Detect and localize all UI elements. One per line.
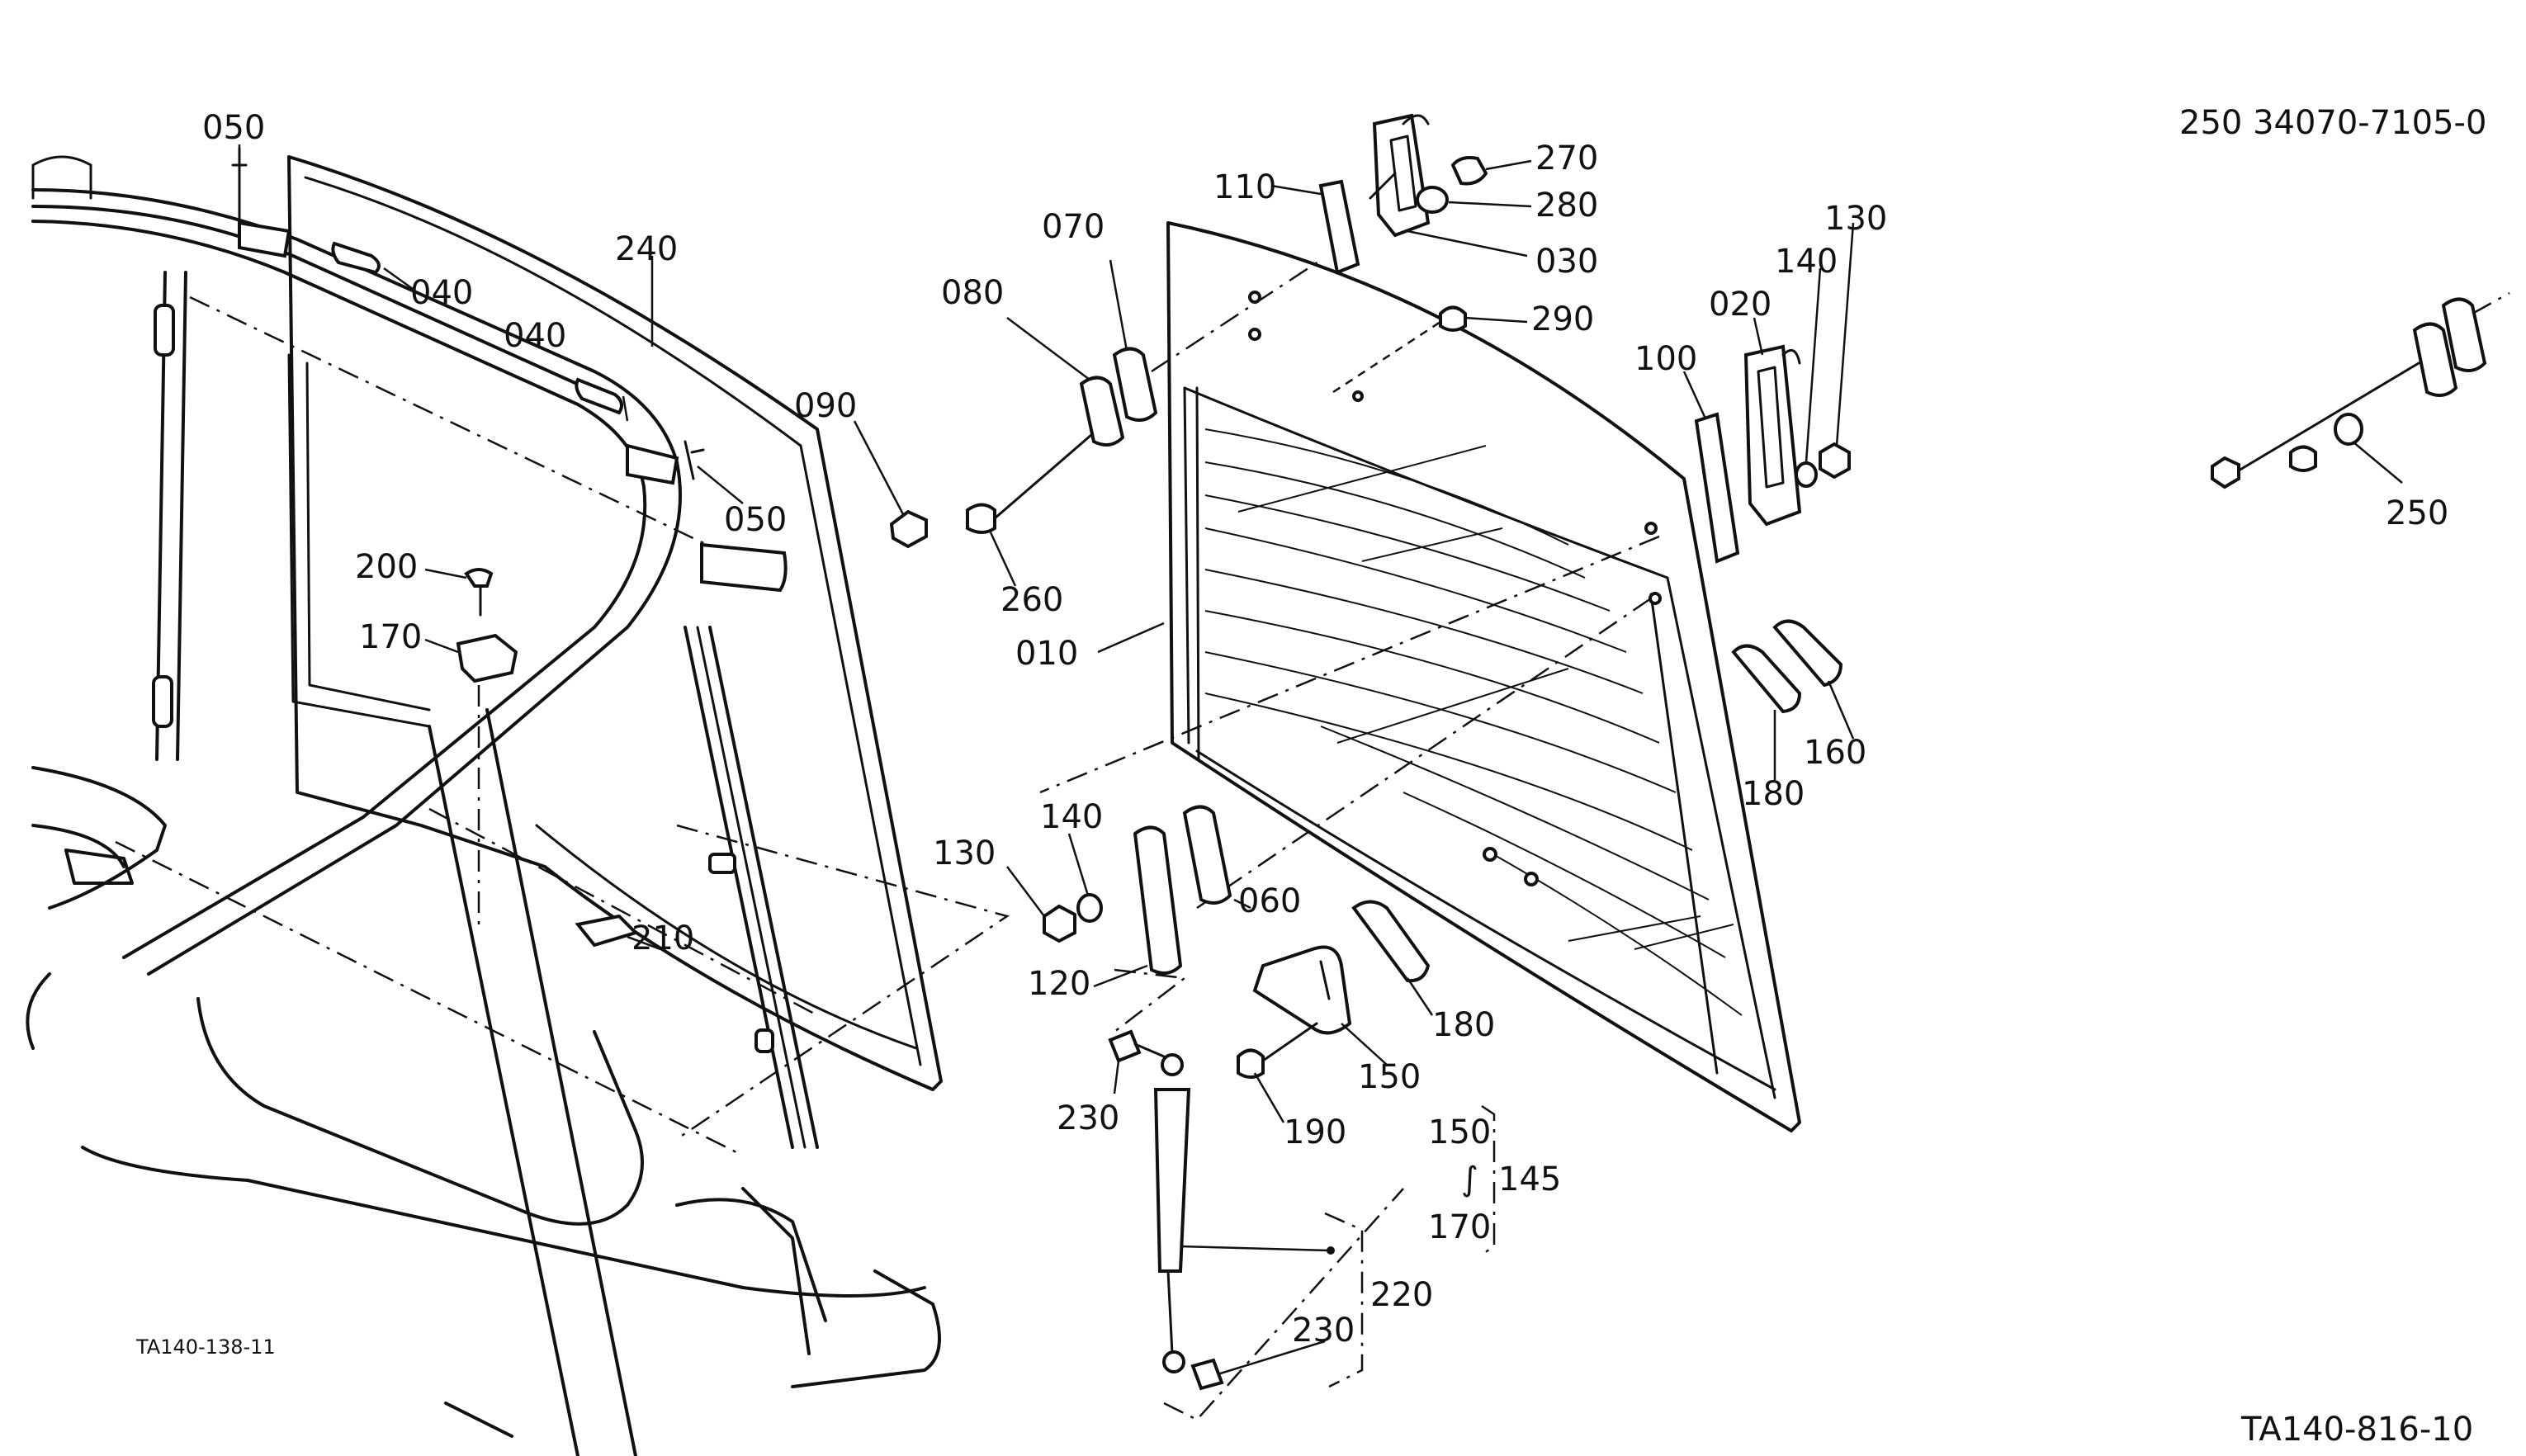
label-250: 250 xyxy=(2386,494,2448,532)
label-020: 020 xyxy=(1709,286,1772,324)
label-010: 010 xyxy=(1015,635,1078,673)
label-030: 030 xyxy=(1535,243,1598,281)
label-180: 180 xyxy=(1432,1006,1495,1044)
nut-250 xyxy=(2211,456,2240,489)
nut-130-right xyxy=(1819,442,1851,480)
pin-050-top xyxy=(231,147,248,225)
label-170: 170 xyxy=(359,618,422,656)
label-180: 180 xyxy=(1742,775,1805,813)
reference-code-left: TA140-138-11 xyxy=(135,1335,276,1359)
label-220: 220 xyxy=(1370,1276,1433,1314)
plate-180-bottom xyxy=(1351,900,1431,983)
bracket-030 xyxy=(1372,113,1431,238)
ball-stud-230-bottom xyxy=(1190,1358,1224,1391)
label-080: 080 xyxy=(941,274,1004,312)
cab-frame xyxy=(26,155,941,1456)
washer-250 xyxy=(2334,413,2363,446)
rear-glass-panel xyxy=(1166,221,1801,1132)
label-130: 130 xyxy=(933,834,996,872)
labels: 250 34070-7105-0 TA140-138-11 TA140-816-… xyxy=(135,104,2486,1449)
plate-250-a xyxy=(2412,322,2458,397)
plate-110 xyxy=(1318,179,1360,275)
label-090: 090 xyxy=(794,387,857,425)
label-230: 230 xyxy=(1057,1099,1119,1137)
pin-040-top xyxy=(331,241,381,275)
strut-ball-top xyxy=(1161,1053,1184,1076)
label-050: 050 xyxy=(724,501,787,539)
label-100: 100 xyxy=(1634,340,1697,378)
plate-060 xyxy=(1182,805,1232,905)
plate-120 xyxy=(1133,825,1183,975)
plate-100 xyxy=(1694,412,1740,564)
label-210: 210 xyxy=(632,919,694,957)
label-040: 040 xyxy=(504,317,566,355)
label-120: 120 xyxy=(1028,965,1090,1003)
leader-lines xyxy=(238,144,2403,1376)
plate-080 xyxy=(1079,376,1125,447)
nut-270 xyxy=(1450,156,1488,186)
side-window-frame xyxy=(238,155,1010,1149)
pin-050-mid xyxy=(684,440,705,480)
gas-strut-220 xyxy=(1153,1088,1191,1273)
label-150-kit: 150 xyxy=(1428,1113,1491,1151)
label-040: 040 xyxy=(410,274,473,312)
bolt-250 xyxy=(2289,445,2317,472)
label-260: 260 xyxy=(1000,581,1063,619)
screw-200 xyxy=(464,568,494,588)
label-140: 140 xyxy=(1775,243,1838,281)
washer-140-right xyxy=(1795,461,1818,488)
label-200: 200 xyxy=(355,548,418,586)
plate-180-right xyxy=(1731,644,1802,714)
label-280: 280 xyxy=(1535,187,1598,225)
label-290: 290 xyxy=(1531,300,1594,338)
label-150: 150 xyxy=(1358,1058,1421,1096)
tilde-separator: ∫ xyxy=(1461,1161,1478,1198)
plate-210 xyxy=(575,914,639,948)
label-240: 240 xyxy=(615,230,678,268)
screw-190 xyxy=(1237,1048,1265,1079)
label-190: 190 xyxy=(1284,1113,1346,1151)
label-170-kit: 170 xyxy=(1428,1208,1491,1246)
latch-150 xyxy=(1252,945,1352,1035)
plate-250-b xyxy=(2441,297,2487,372)
label-140: 140 xyxy=(1040,798,1103,836)
strut-ball-bottom xyxy=(1162,1350,1185,1373)
label-270: 270 xyxy=(1535,139,1598,177)
nut-090 xyxy=(889,509,928,549)
reference-code-bottom: TA140-816-10 xyxy=(2240,1411,2473,1449)
label-160: 160 xyxy=(1804,734,1866,772)
nut-130-bottom xyxy=(1043,904,1076,943)
plug-290 xyxy=(1439,305,1467,332)
washer-140-bottom xyxy=(1076,893,1103,923)
label-230: 230 xyxy=(1292,1312,1355,1350)
washer-280 xyxy=(1416,186,1449,214)
label-130: 130 xyxy=(1824,200,1887,238)
label-060: 060 xyxy=(1238,882,1301,920)
plate-160 xyxy=(1772,619,1843,688)
label-110: 110 xyxy=(1213,168,1276,206)
ball-stud-230-top xyxy=(1108,1029,1142,1063)
label-070: 070 xyxy=(1042,208,1105,246)
hardware xyxy=(231,113,2510,1421)
bolt-260 xyxy=(966,503,996,534)
bracket-170 xyxy=(456,633,518,683)
label-050: 050 xyxy=(202,109,265,147)
pin-040-mid xyxy=(575,377,624,415)
plate-070 xyxy=(1112,347,1158,422)
bracket-020 xyxy=(1743,344,1802,527)
label-145: 145 xyxy=(1498,1161,1561,1198)
assembly-code: 250 34070-7105-0 xyxy=(2179,104,2486,142)
